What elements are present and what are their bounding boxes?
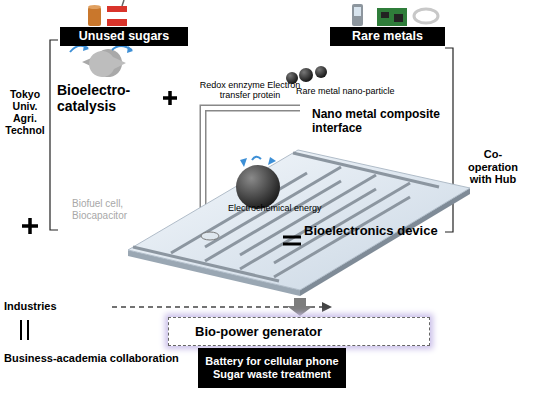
- partner-label: Business-academia collaboration: [4, 352, 179, 365]
- organization-label: Co-operation with Hub: [462, 148, 524, 186]
- juice-box-icon: [107, 6, 127, 26]
- device-type-label: Biofuel cell, Biocapacitor: [72, 198, 152, 221]
- process-label: Bioelectro-catalysis: [57, 82, 147, 114]
- application-box: Battery for cellular phoneSugar waste tr…: [198, 348, 346, 388]
- tube-outlet: [201, 232, 219, 240]
- plus-symbol: [163, 91, 177, 105]
- node-text: Rare metals: [352, 29, 423, 44]
- plus-symbol: [22, 218, 38, 234]
- phone-screen: [354, 7, 361, 16]
- enzyme-marker: [240, 158, 247, 167]
- partner-label: Industries: [4, 300, 57, 313]
- enzyme-marker: [268, 157, 276, 165]
- device-label: Bioelectronics device: [304, 224, 438, 239]
- phone-icon: [352, 4, 363, 26]
- source-box: Unused sugars: [60, 27, 188, 46]
- component-label: Rare metal nano-particle: [296, 86, 395, 96]
- equals-symbol: [283, 237, 301, 244]
- equivalence-symbol: [21, 320, 28, 340]
- node-text: Sugar waste treatment: [213, 368, 331, 381]
- electron-arrow: [70, 46, 88, 52]
- organization-label: Tokyo Univ. Agri. Technol: [2, 88, 48, 136]
- chip: [394, 14, 403, 22]
- electrode-finger: [274, 183, 410, 263]
- node-text: Unused sugars: [79, 29, 169, 44]
- arrow-head: [127, 46, 133, 53]
- enzyme-marker: [252, 157, 261, 160]
- bus-bar: [133, 247, 279, 281]
- metal-nanoparticle: [236, 165, 280, 209]
- process-label: Nano metal composite interface: [312, 108, 452, 136]
- node-text: Battery for cellular phone: [205, 355, 338, 368]
- arrow-head: [322, 302, 332, 312]
- nanoparticle: [299, 68, 313, 82]
- source-box: Rare metals: [330, 27, 445, 46]
- interdigitated-electrodes: [133, 153, 439, 281]
- can-top: [88, 5, 101, 9]
- down-arrow: [287, 298, 313, 316]
- nanoparticle: [315, 66, 327, 78]
- juice-box-band: [107, 12, 127, 19]
- node-text: Bio-power generator: [195, 324, 322, 340]
- electrode-board: [128, 150, 470, 290]
- circuit-board-icon: [377, 8, 407, 26]
- energy-label: Electrochemical energy: [228, 203, 322, 213]
- output-box: Bio-power generator: [168, 317, 430, 346]
- ring-icon: [414, 9, 438, 23]
- component-label: Redox ennzyme Electron transfer protein: [188, 80, 312, 101]
- straw: [122, 0, 124, 6]
- chip: [381, 12, 389, 18]
- can-icon: [88, 7, 101, 26]
- bracket: [50, 40, 58, 230]
- enzyme-shape: [89, 51, 126, 77]
